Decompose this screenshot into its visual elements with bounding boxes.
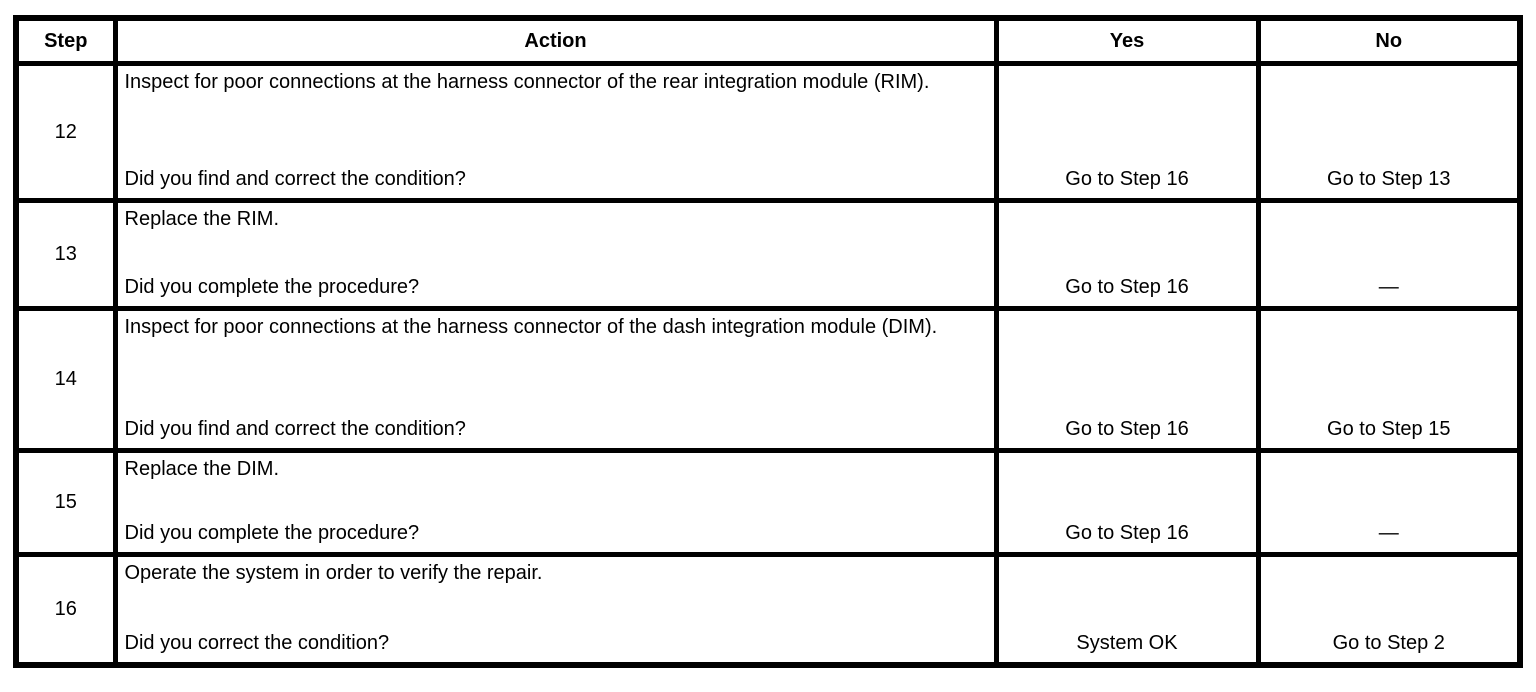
action-cell: Replace the DIM. Did you complete the pr… [112, 447, 999, 557]
header-action: Action [112, 15, 999, 66]
no-result: — [1255, 197, 1523, 311]
header-no: No [1255, 15, 1523, 66]
diagnostic-table: Step Action Yes No 12 Inspect for poor c… [13, 15, 1523, 668]
step-number: 14 [13, 305, 118, 453]
action-question: Did you correct the condition? [124, 632, 390, 654]
step-number: 13 [13, 197, 118, 311]
yes-result: Go to Step 16 [993, 305, 1261, 453]
action-question: Did you find and correct the condition? [124, 417, 466, 440]
table-row-step-13: 13 Replace the RIM. Did you complete the… [13, 197, 1523, 311]
action-cell: Inspect for poor connections at the harn… [112, 60, 999, 203]
no-result: Go to Step 2 [1255, 551, 1523, 668]
action-text: Inspect for poor connections at the harn… [124, 70, 930, 93]
action-cell: Replace the RIM. Did you complete the pr… [112, 197, 999, 311]
action-text: Replace the RIM. [124, 207, 280, 230]
step-number: 15 [13, 447, 118, 557]
step-number: 16 [13, 551, 118, 668]
table-row-step-14: 14 Inspect for poor connections at the h… [13, 305, 1523, 453]
yes-result: Go to Step 16 [993, 60, 1261, 203]
table-row-step-16: 16 Operate the system in order to verify… [13, 551, 1523, 668]
table-row-step-15: 15 Replace the DIM. Did you complete the… [13, 447, 1523, 557]
header-yes: Yes [993, 15, 1261, 66]
yes-result: System OK [993, 551, 1261, 668]
no-result: — [1255, 447, 1523, 557]
action-cell: Inspect for poor connections at the harn… [112, 305, 999, 453]
action-text: Replace the DIM. [124, 457, 280, 480]
yes-result: Go to Step 16 [993, 197, 1261, 311]
action-text: Inspect for poor connections at the harn… [124, 315, 938, 338]
table-row-step-12: 12 Inspect for poor connections at the h… [13, 60, 1523, 203]
table-header-row: Step Action Yes No [13, 15, 1523, 66]
action-question: Did you complete the procedure? [124, 521, 420, 544]
action-text: Operate the system in order to verify th… [124, 561, 543, 584]
header-step: Step [13, 15, 118, 66]
action-question: Did you complete the procedure? [124, 275, 420, 298]
no-result: Go to Step 13 [1255, 60, 1523, 203]
action-cell: Operate the system in order to verify th… [112, 551, 999, 668]
action-question: Did you find and correct the condition? [124, 167, 466, 190]
no-result: Go to Step 15 [1255, 305, 1523, 453]
yes-result: Go to Step 16 [993, 447, 1261, 557]
step-number: 12 [13, 60, 118, 203]
